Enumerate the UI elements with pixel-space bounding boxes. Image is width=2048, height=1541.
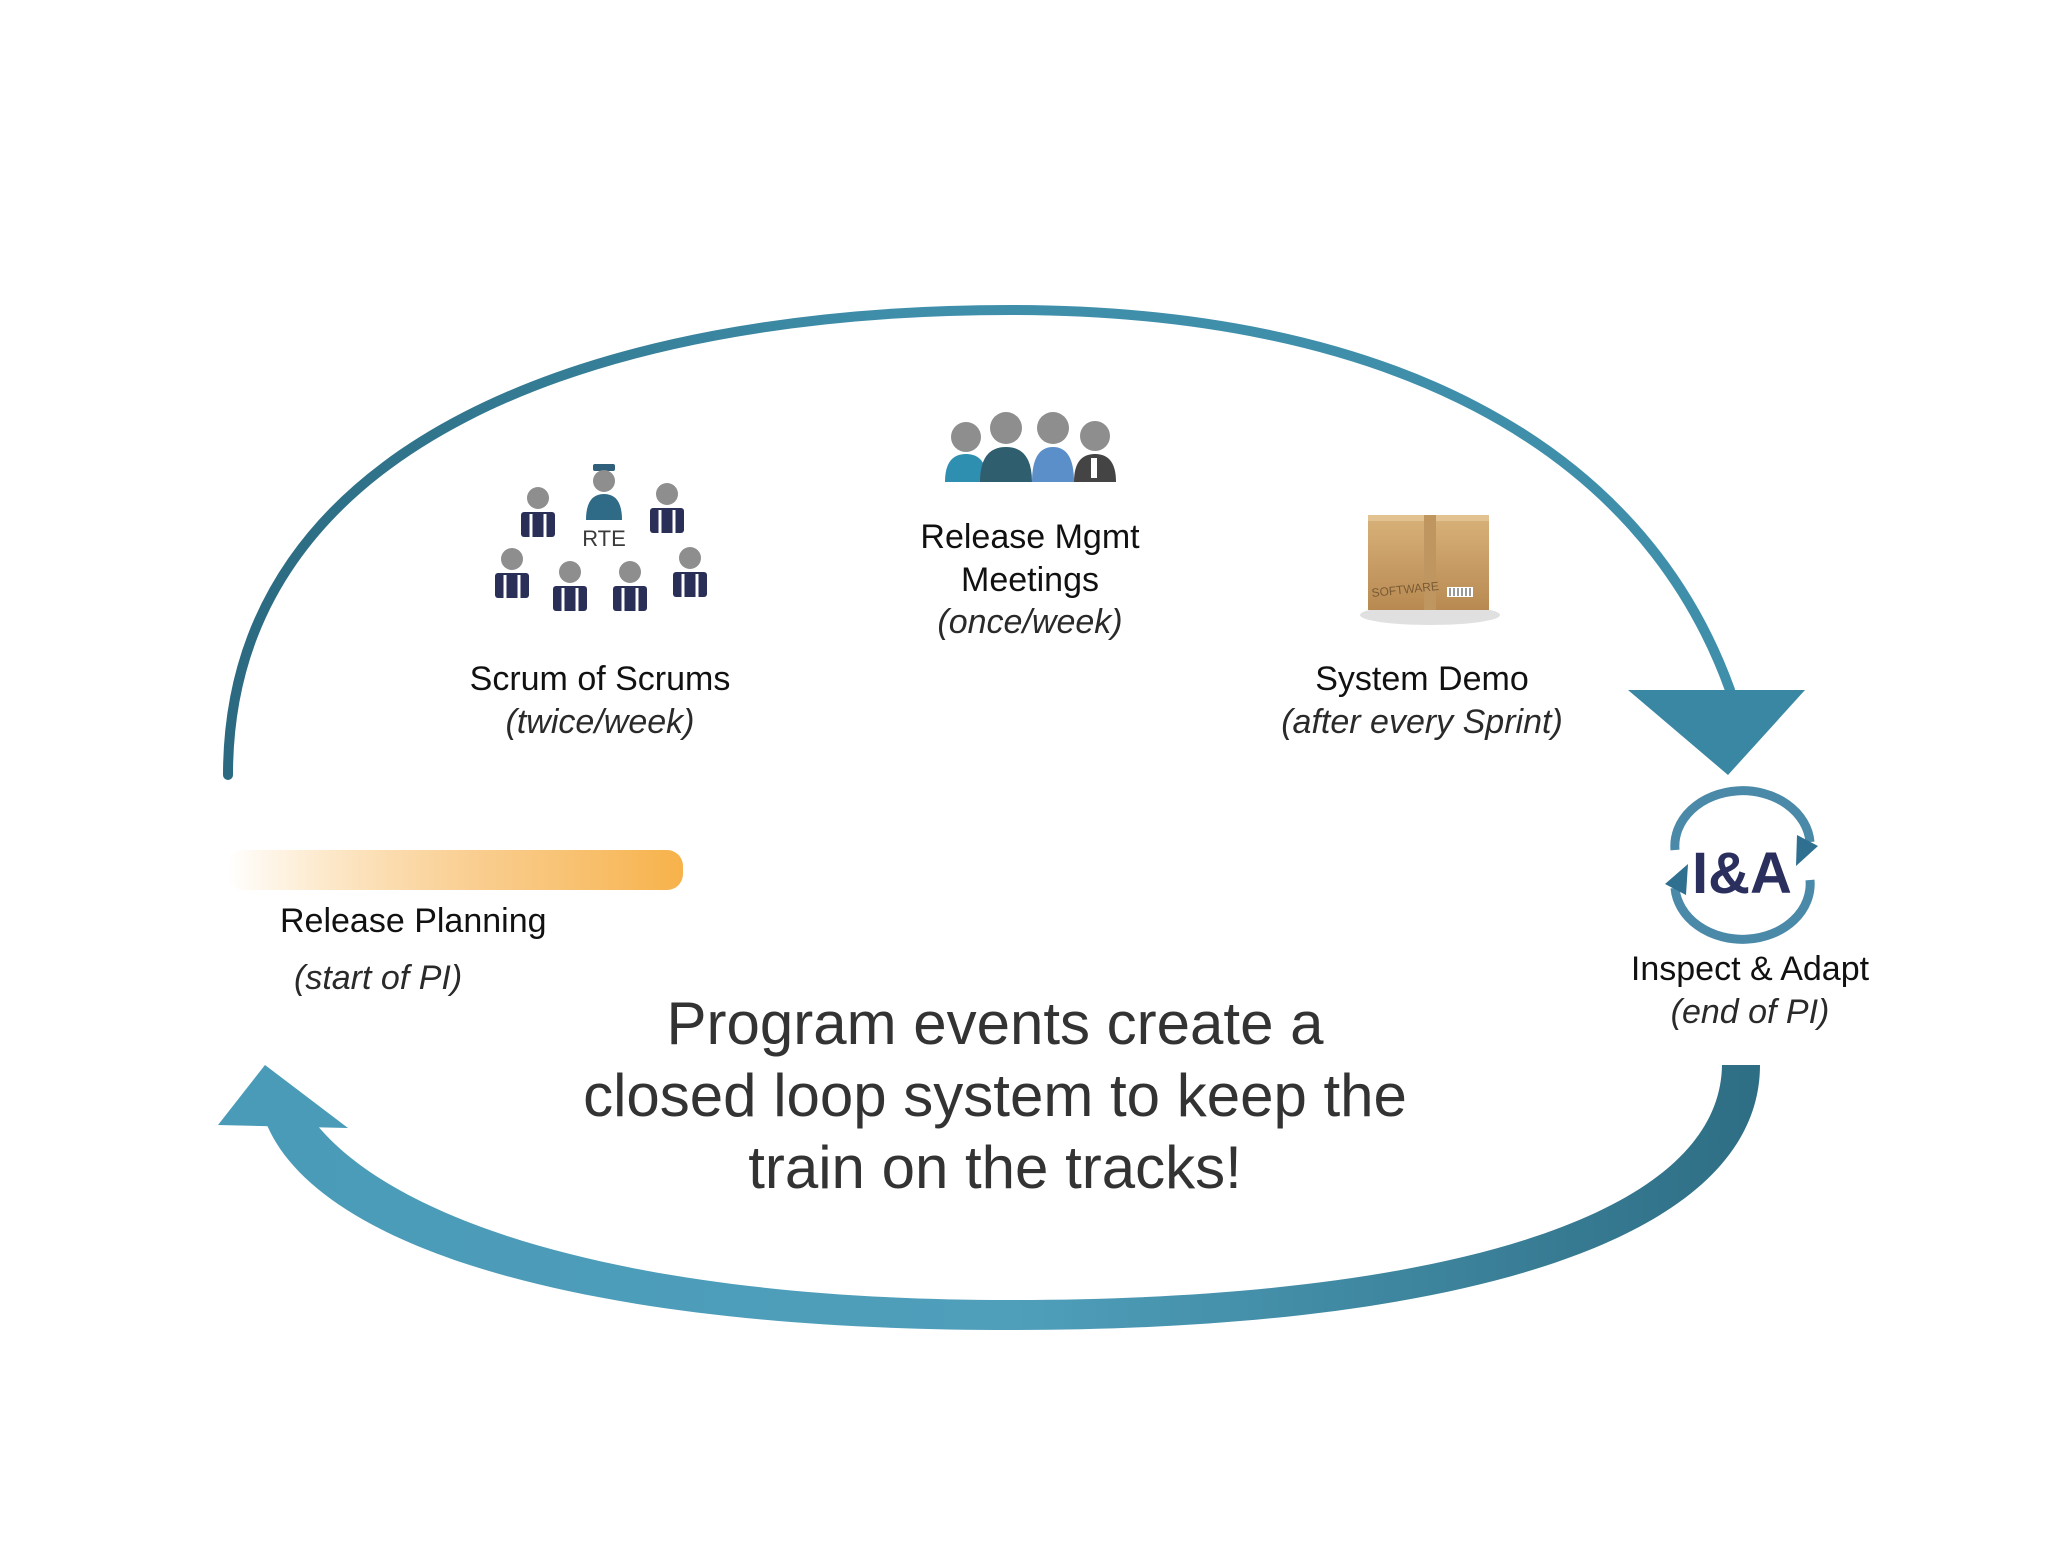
release-planning-title: Release Planning [280,902,547,940]
loop-top-arc [223,304,1735,780]
scrum-of-scrums-icon: RTE [495,464,707,611]
arrowhead-up-left [218,1065,348,1128]
release-planning-bar [228,850,683,890]
system-demo-title: System Demo [1315,660,1529,698]
system-demo-cadence: (after every Sprint) [1281,702,1563,741]
release-mgmt-title-line1: Release Mgmt [920,518,1140,556]
scrum-of-scrums-cadence: (twice/week) [505,702,695,741]
inspect-adapt-title: Inspect & Adapt [1630,950,1870,988]
system-demo-label: System Demo (after every Sprint) [1222,658,1622,743]
release-mgmt-title-line2: Meetings [961,560,1099,599]
arrowhead-down [1628,690,1805,775]
center-message-line3: train on the tracks! [748,1134,1242,1201]
release-mgmt-label: Release Mgmt Meetings (once/week) [850,516,1210,644]
release-planning-label: Release Planning (start of PI) [280,900,580,999]
center-message-line2: closed loop system to keep the [583,1062,1407,1129]
center-message: Program events create a closed loop syst… [520,988,1470,1204]
inspect-adapt-logo: I&A [1665,786,1818,944]
inspect-adapt-cadence: (end of PI) [1670,992,1830,1031]
release-mgmt-people-icon [945,412,1116,482]
scrum-of-scrums-label: Scrum of Scrums (twice/week) [420,658,780,743]
release-planning-cadence: (start of PI) [294,958,463,997]
rte-badge: RTE [582,526,626,551]
center-message-line1: Program events create a [666,990,1324,1057]
software-box-icon: SOFTWARE [1360,515,1500,625]
rte-person-icon: RTE [582,464,626,551]
scrum-of-scrums-title: Scrum of Scrums [469,660,731,698]
release-mgmt-cadence: (once/week) [937,603,1123,641]
ia-logo-text: I&A [1692,841,1792,906]
inspect-adapt-label: Inspect & Adapt (end of PI) [1570,948,1930,1033]
